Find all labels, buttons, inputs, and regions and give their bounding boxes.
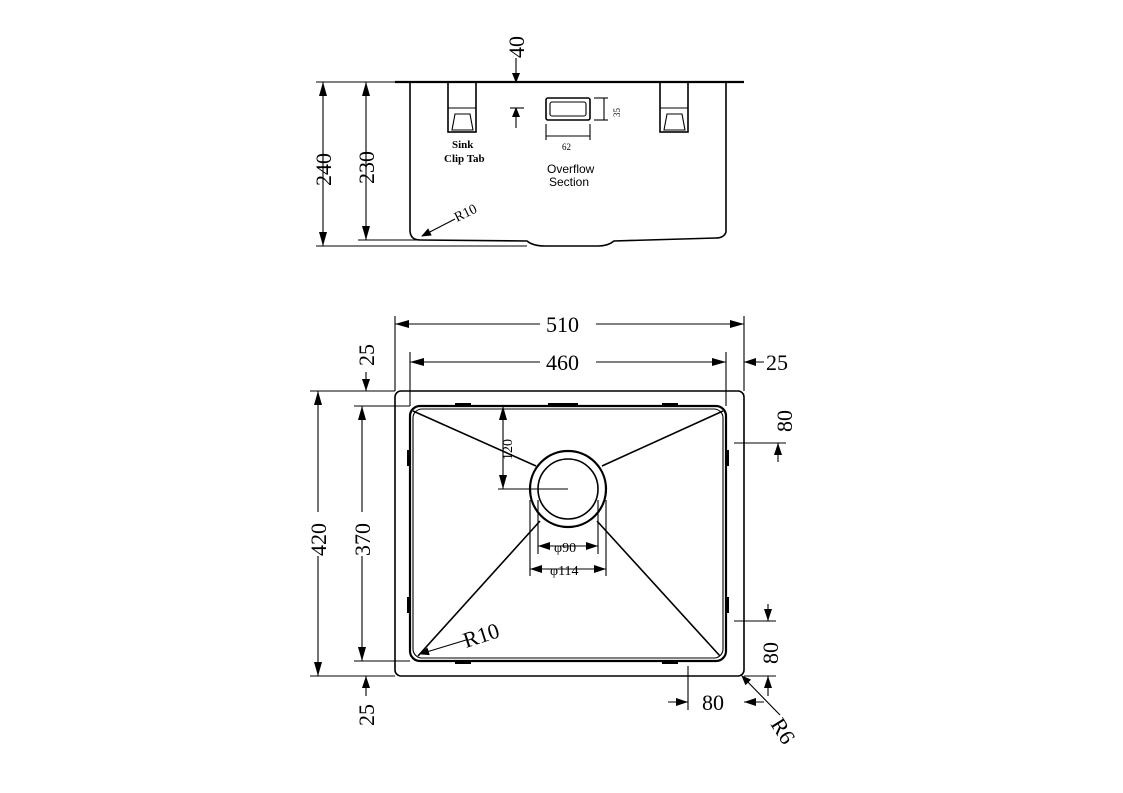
dim-240-lines [316, 81, 527, 247]
dim-clip-top-lines [734, 442, 786, 462]
clip-tab-marks [407, 403, 729, 664]
drainage-grooves [412, 410, 724, 657]
dim-height-bowl: 230 [354, 151, 379, 184]
dim-height-overall: 240 [311, 153, 336, 186]
dim-width-overall: 510 [546, 312, 579, 337]
side-right-wall [715, 82, 727, 239]
side-view: 40 35 62 Sink Clip Tab Overflow Section … [311, 36, 744, 247]
dim-flange-bottom: 25 [354, 704, 379, 726]
side-radius-leader [421, 218, 456, 237]
side-left-wall [409, 82, 421, 241]
side-clip-tab-left [447, 81, 477, 133]
side-clip-tab-right [659, 81, 689, 133]
dim-flange-right: 25 [766, 350, 788, 375]
dim-depth-bowl: 370 [350, 523, 375, 556]
dim-waste-offset: 120 [501, 439, 516, 460]
dim-clip-side-lines [668, 666, 764, 710]
clip-tab-label-line2: Clip Tab [444, 153, 485, 165]
overflow-section [510, 58, 608, 140]
dim-waste-outer: φ114 [550, 564, 579, 579]
top-view: 120 φ90 φ114 510 460 25 [306, 312, 801, 748]
bowl-radius-leader [419, 639, 467, 656]
dim-flange-top: 25 [354, 344, 379, 366]
dim-side-radius: R10 [452, 202, 480, 226]
dim-flange-bottom-lines [362, 676, 370, 696]
dim-460-lines [409, 352, 727, 406]
dim-clip-offset-top: 80 [772, 410, 797, 432]
dim-outer-radius: R6 [766, 713, 801, 748]
dim-overflow-from-top: 40 [504, 36, 529, 58]
dim-420-lines [310, 390, 395, 677]
waste-outlet [498, 406, 608, 576]
bowl-inner [412, 408, 724, 659]
dim-flange-right-lines [744, 358, 764, 366]
dim-clip-offset-side: 80 [702, 690, 724, 715]
dim-bowl-radius: R10 [460, 618, 503, 653]
dim-depth-overall: 420 [306, 523, 331, 556]
dim-width-bowl: 460 [546, 350, 579, 375]
dim-510-lines [394, 316, 745, 391]
dim-waste-inner: φ90 [554, 541, 576, 556]
overflow-label-line2: Section [549, 175, 589, 189]
side-bottom [419, 237, 717, 247]
clip-tab-label-line1: Sink [452, 139, 474, 151]
bowl-outline [408, 404, 728, 663]
dim-370-lines [354, 405, 410, 662]
dim-clip-offset-bottom: 80 [758, 642, 783, 664]
outer-radius-leader [741, 675, 781, 716]
dim-overflow-height: 35 [612, 108, 622, 118]
dim-overflow-width: 62 [562, 142, 571, 152]
dim-flange-top-lines [362, 372, 370, 391]
dim-230-lines [358, 81, 420, 241]
outer-flange [394, 390, 745, 677]
overflow-label-line1: Overflow [547, 162, 595, 176]
